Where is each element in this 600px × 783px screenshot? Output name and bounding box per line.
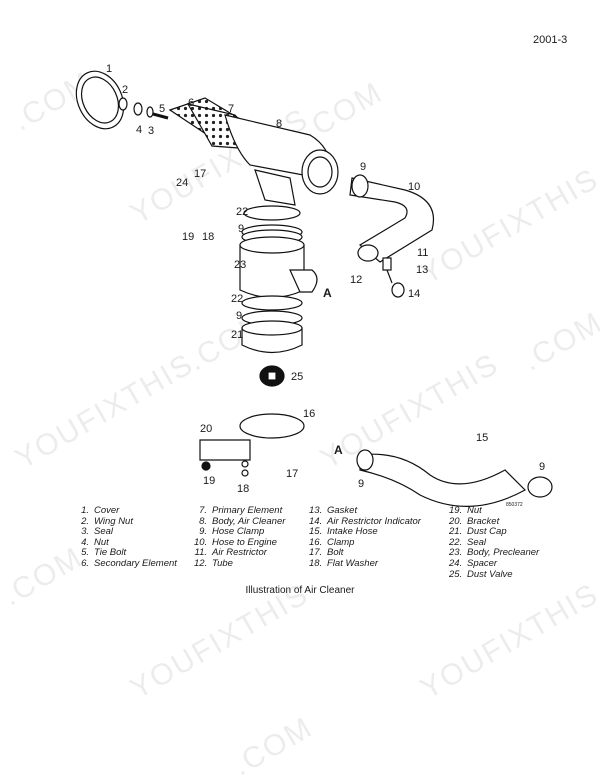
cover-part (75, 70, 125, 130)
legend-item: 16.Clamp (309, 536, 355, 548)
legend-item: 10.Hose to Engine (194, 536, 277, 548)
figure-number: 850372 (506, 502, 523, 508)
legend-item: 7.Primary Element (199, 505, 283, 516)
precleaner-body-part (239, 236, 318, 299)
callout-2: 2 (122, 84, 128, 96)
figure-caption: Illustration of Air Cleaner (245, 585, 355, 596)
callout-19-b: 19 (203, 475, 215, 487)
legend-item: 17.Bolt (309, 547, 344, 559)
legend-item: 5.Tie Bolt (81, 547, 127, 559)
legend-item: 15.Intake Hose (309, 526, 378, 538)
callout-17-b: 17 (286, 468, 298, 480)
callout-7: 7 (228, 103, 234, 115)
callout-a-upper: A (323, 286, 332, 300)
callout-15: 15 (476, 432, 488, 444)
legend-item: 9.Hose Clamp (199, 526, 265, 538)
callout-25: 25 (291, 371, 303, 383)
callout-16: 16 (303, 408, 315, 420)
legend-item: 18.Flat Washer (309, 557, 379, 569)
callout-6: 6 (188, 97, 194, 109)
callout-22-b: 22 (231, 293, 243, 305)
callout-5: 5 (159, 103, 165, 115)
legend-column: 13.Gasket 14.Air Restrictor Indicator 15… (309, 505, 421, 570)
legend-item: 14.Air Restrictor Indicator (309, 515, 421, 527)
legend-item: 24.Spacer (449, 557, 498, 569)
legend-column: 7.Primary Element 8.Body, Air Cleaner 9.… (194, 505, 286, 570)
legend-item: 23.Body, Precleaner (449, 547, 540, 559)
legend-item: 6.Secondary Element (81, 557, 177, 569)
callout-a-lower: A (334, 443, 343, 457)
callout-9-a: 9 (360, 161, 366, 173)
wing-nut-part (118, 97, 169, 120)
callout-22-a: 22 (236, 206, 248, 218)
callout-17-a: 17 (194, 168, 206, 180)
legend-item: 12.Tube (194, 557, 233, 569)
callout-4: 4 (136, 124, 142, 136)
page-number: 2001-3 (533, 34, 568, 46)
air-restrictor-part (382, 257, 405, 298)
legend-column: 19.Nut 20.Bracket 21.Dust Cap 22.Seal 23… (449, 505, 540, 580)
callout-24: 24 (176, 177, 188, 189)
callout-19-a: 19 (182, 231, 194, 243)
callout-12: 12 (350, 274, 362, 286)
callout-1: 1 (106, 63, 112, 75)
callout-3: 3 (148, 125, 154, 137)
callout-21: 21 (231, 329, 243, 341)
legend-item: 4.Nut (81, 536, 109, 548)
callout-8: 8 (276, 118, 282, 130)
legend-item: 19.Nut (449, 505, 482, 516)
dust-valve-part (259, 365, 285, 387)
callout-18-b: 18 (237, 483, 249, 495)
callout-10: 10 (408, 181, 420, 193)
callout-11: 11 (417, 247, 428, 259)
legend-column: 1.Cover 2.Wing Nut 3.Seal 4.Nut 5.Tie Bo… (76, 505, 177, 570)
callout-9-c: 9 (236, 310, 242, 322)
legend-item: 11.Air Restrictor (194, 547, 267, 559)
legend-item: 3.Seal (81, 526, 114, 538)
clamp-bracket-part (199, 413, 305, 477)
hose-to-engine-part (349, 174, 434, 263)
air-cleaner-body-part (224, 114, 339, 206)
dust-cap-part (241, 295, 303, 354)
legend-item: 25.Dust Valve (449, 568, 513, 580)
callout-13: 13 (416, 264, 428, 276)
callout-9-b: 9 (238, 223, 244, 235)
legend-item: 8.Body, Air Cleaner (199, 515, 286, 527)
callout-20: 20 (200, 423, 212, 435)
intake-hose-part (356, 449, 553, 507)
legend-item: 1.Cover (81, 505, 120, 516)
callout-23: 23 (234, 259, 246, 271)
callout-14: 14 (408, 288, 420, 300)
legend-item: 22.Seal (449, 536, 487, 548)
legend-item: 2.Wing Nut (81, 515, 133, 527)
legend-item: 20.Bracket (449, 515, 500, 527)
callout-18-a: 18 (202, 231, 214, 243)
callout-9-e: 9 (539, 461, 545, 473)
legend-item: 13.Gasket (309, 505, 358, 516)
legend-item: 21.Dust Cap (449, 526, 507, 538)
callout-9-d: 9 (358, 478, 364, 490)
